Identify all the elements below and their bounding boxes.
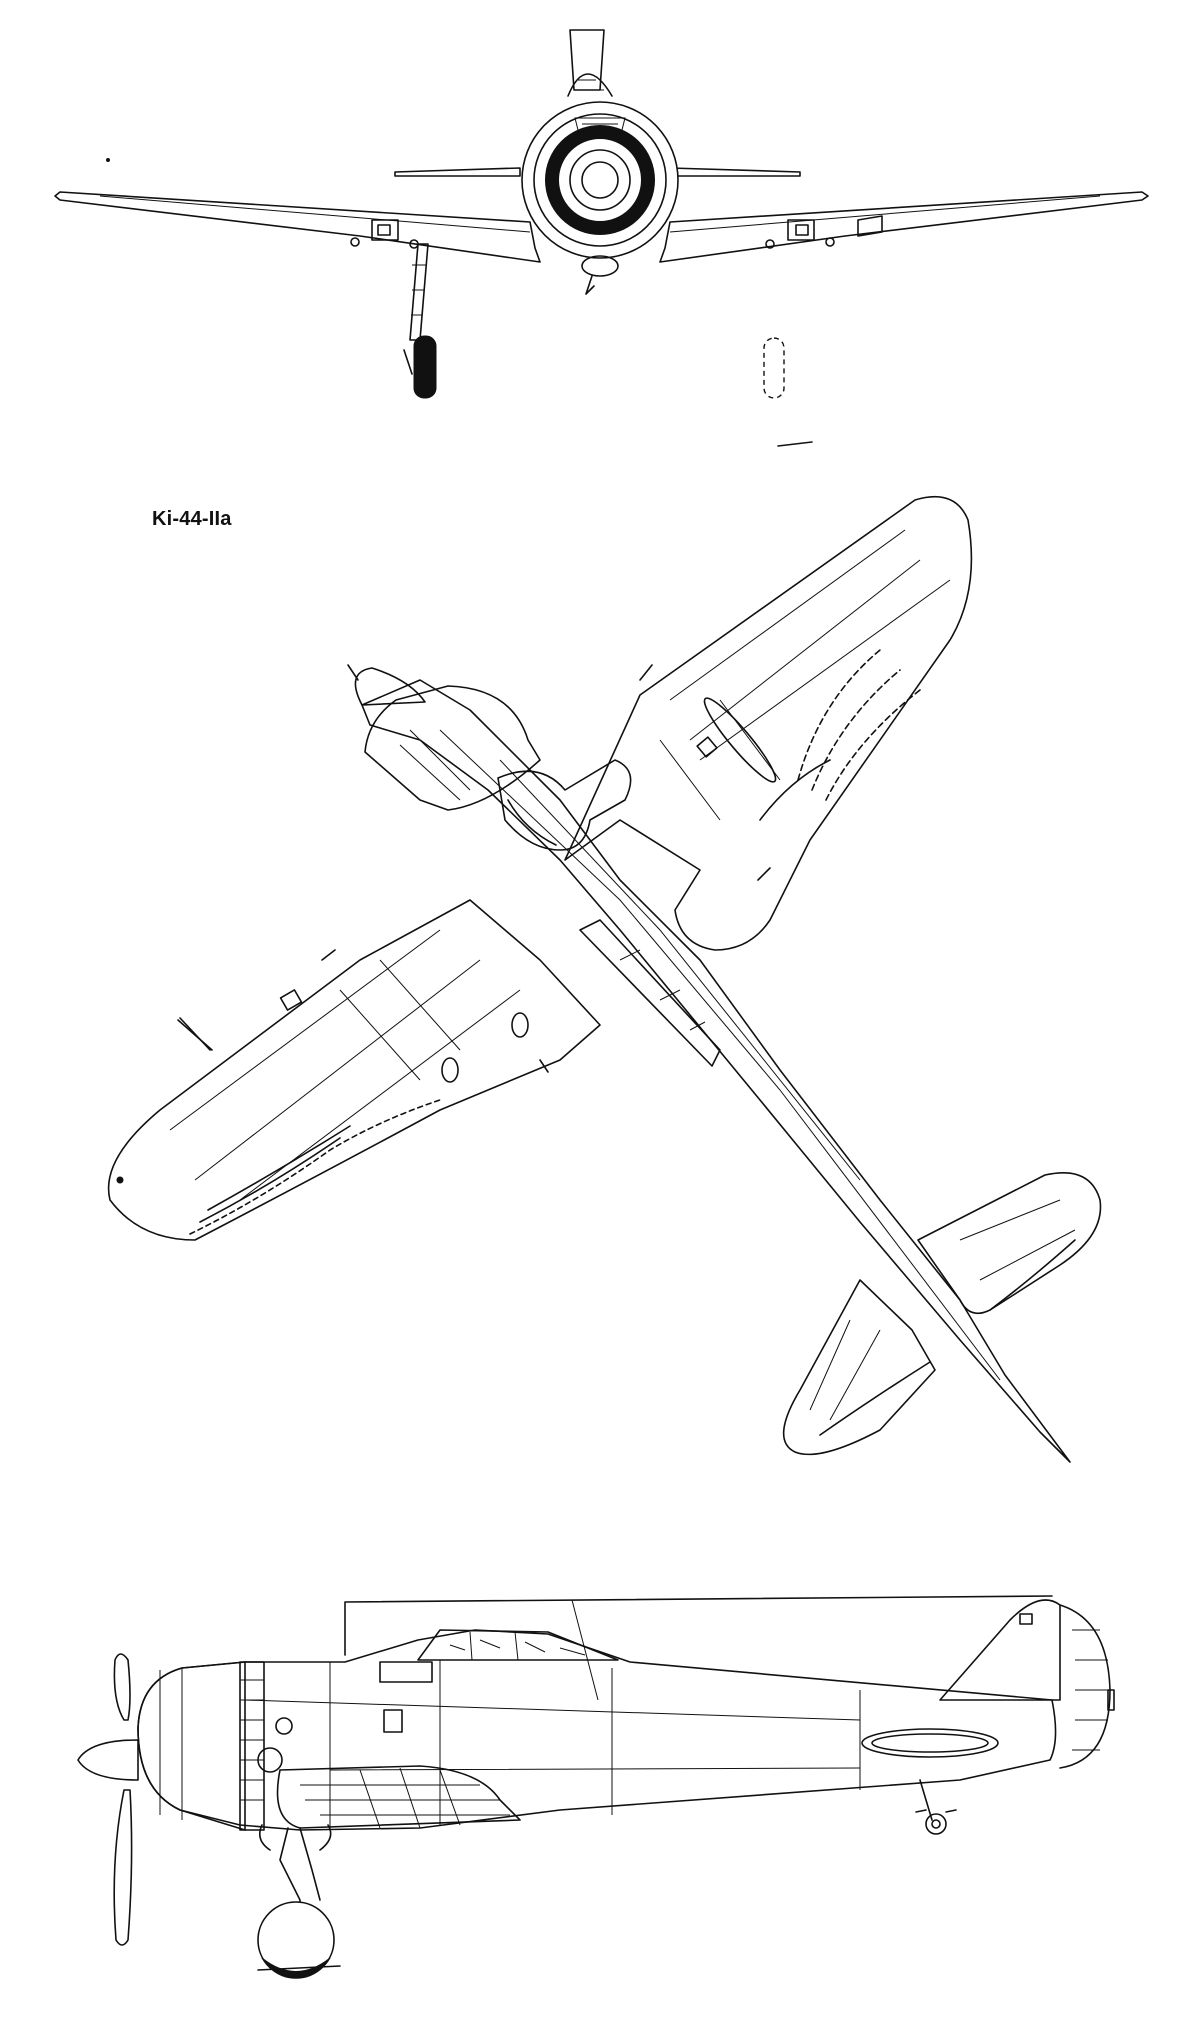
front-view-wing-right (659, 191, 1149, 263)
side-view-propeller-upper (113, 1653, 131, 1721)
plan-view-wing-left (107, 899, 601, 1241)
plan-view-tailplane-left (782, 1279, 936, 1456)
side-view-canopy (417, 1629, 619, 1661)
side-view-antenna (344, 1595, 1053, 1656)
front-view-fitting-left (371, 219, 399, 241)
side-view-roundel (861, 1728, 999, 1758)
side-view-tailwheel (925, 1813, 947, 1835)
plan-view (107, 496, 1102, 1463)
side-view (77, 1595, 1115, 1979)
side-view-wing-root (276, 1765, 521, 1829)
front-view-wing-left (54, 191, 541, 263)
plan-view-spinner (354, 667, 426, 706)
front-view (54, 29, 1149, 447)
plan-view-wing-right (564, 496, 973, 951)
side-view-spinner (77, 1739, 139, 1781)
front-view-gear-leg (409, 243, 429, 341)
plan-view-fuselage (361, 679, 1071, 1463)
front-view-tailplane-right (669, 167, 801, 177)
front-view-tailwheel-dashed (763, 337, 785, 399)
front-view-canopy (567, 73, 613, 97)
side-view-tailwheel-strut (919, 1779, 933, 1821)
plan-view-tailplane-right (917, 1171, 1102, 1315)
front-view-cowling (521, 101, 679, 259)
side-view-rudder (1059, 1604, 1111, 1769)
front-view-wheel (413, 335, 437, 399)
aircraft-model-label: Ki-44-IIa (152, 508, 232, 530)
plan-view-intake (497, 759, 632, 851)
front-view-tailplane-left (394, 167, 521, 177)
front-view-chin-intake (581, 255, 619, 277)
side-view-fin (939, 1599, 1061, 1701)
plan-view-cockpit (579, 919, 721, 1067)
plan-view-wing-right-gear-bay (703, 697, 777, 783)
side-view-cowl-ring (239, 1661, 265, 1831)
plan-view-cowling (364, 685, 541, 811)
front-view-fitting-right (787, 219, 815, 241)
front-view-fin (569, 29, 605, 91)
side-view-propeller-lower (113, 1789, 133, 1946)
